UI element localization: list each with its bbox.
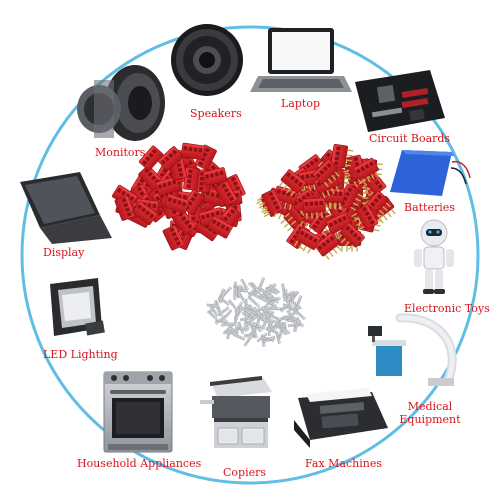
medical-equipment-icon: [368, 313, 457, 386]
connector-housing: [302, 197, 326, 219]
label-display: Display: [43, 246, 85, 259]
crimp-terminal: [222, 309, 233, 321]
connector-housing: [157, 146, 183, 171]
crimp-terminal: [209, 305, 220, 317]
crimp-terminal: [282, 290, 295, 299]
label-led-lighting: LED Lighting: [43, 348, 118, 361]
circuit-board-icon: [355, 70, 445, 132]
label-electronic-toys: Electronic Toys: [404, 302, 490, 315]
crimp-terminal: [258, 277, 265, 290]
monitor-speaker-icon: [77, 65, 165, 141]
crimp-terminal: [268, 314, 282, 322]
crimp-terminal: [262, 336, 276, 343]
connector-housing: [131, 201, 158, 225]
speaker-icon: [171, 24, 243, 96]
red-connector-cluster-right: [256, 143, 396, 260]
connector-housing: [337, 184, 364, 211]
connector-housing: [181, 189, 205, 216]
label-medical-equipment: Medical Equipment: [399, 400, 461, 426]
crimp-terminal: [245, 304, 258, 313]
crimp-terminal: [239, 315, 253, 322]
crimp-terminal: [286, 316, 300, 323]
crimp-terminal: [247, 287, 256, 300]
connector-housing: [183, 166, 200, 191]
connector-housing: [171, 209, 196, 235]
connector-housing: [114, 195, 136, 221]
crimp-terminal: [218, 291, 227, 304]
connector-housing: [351, 204, 379, 231]
crimp-terminal-pile: [206, 277, 306, 347]
red-connector-cluster-left: [112, 142, 246, 251]
display-icon: [20, 172, 112, 244]
robot-toy-icon: [414, 219, 454, 294]
crimp-terminal: [236, 284, 243, 298]
crimp-terminal: [268, 284, 281, 294]
connector-housing: [164, 193, 190, 214]
connector-housing: [162, 224, 185, 251]
label-monitors: Monitors: [95, 146, 146, 159]
connector-housing: [337, 222, 365, 250]
label-speakers: Speakers: [190, 107, 242, 120]
crimp-terminal: [247, 281, 259, 293]
connector-housing: [278, 169, 307, 197]
connector-housing: [155, 176, 181, 196]
connector-housing: [180, 142, 205, 160]
label-medical-line2: Equipment: [399, 413, 461, 426]
connector-housing: [294, 227, 321, 254]
connector-housing: [202, 167, 228, 187]
fax-machine-icon: [294, 388, 388, 448]
copier-icon: [200, 376, 272, 448]
crimp-terminal: [265, 296, 278, 302]
label-circuit-boards: Circuit Boards: [369, 132, 451, 145]
label-copiers: Copiers: [223, 466, 267, 479]
crimp-terminal: [257, 310, 267, 323]
crimp-terminal: [218, 296, 230, 306]
crimp-terminal: [206, 303, 220, 308]
crimp-terminal: [234, 307, 241, 321]
oven-icon: [103, 371, 173, 453]
connector-housing: [326, 212, 352, 239]
crimp-terminal: [280, 301, 291, 313]
crimp-terminal: [249, 325, 259, 338]
laptop-icon: [250, 28, 352, 92]
label-fax-machines: Fax Machines: [305, 457, 382, 470]
crimp-terminal: [233, 287, 237, 300]
crimp-terminal: [220, 322, 234, 327]
crimp-terminal: [260, 288, 271, 299]
label-medical-line1: Medical: [407, 400, 453, 413]
label-household-appliances: Household Appliances: [77, 457, 202, 470]
crimp-terminal: [261, 305, 270, 319]
connector-housing: [330, 143, 354, 169]
crimp-terminal: [288, 306, 302, 312]
crimp-terminal: [227, 299, 238, 311]
application-ring: [20, 25, 480, 485]
crimp-terminal: [243, 334, 253, 347]
connector-housing: [214, 180, 238, 207]
connector-housing: [256, 189, 284, 215]
connector-housing: [207, 215, 233, 239]
crimp-terminal: [243, 321, 257, 327]
battery-icon: [390, 150, 471, 196]
crimp-terminal: [267, 321, 277, 334]
connector-housing: [314, 232, 342, 260]
crimp-terminal: [226, 326, 233, 340]
crimp-terminal: [237, 321, 245, 335]
crimp-terminal: [278, 321, 287, 334]
connector-housing: [312, 159, 340, 188]
connector-housing: [138, 145, 164, 171]
label-batteries: Batteries: [404, 201, 455, 214]
crimp-terminal: [293, 319, 301, 332]
label-laptop: Laptop: [281, 97, 320, 110]
crimp-terminal: [239, 305, 251, 315]
led-floodlight-icon: [50, 278, 105, 336]
connector-housing: [353, 157, 380, 185]
